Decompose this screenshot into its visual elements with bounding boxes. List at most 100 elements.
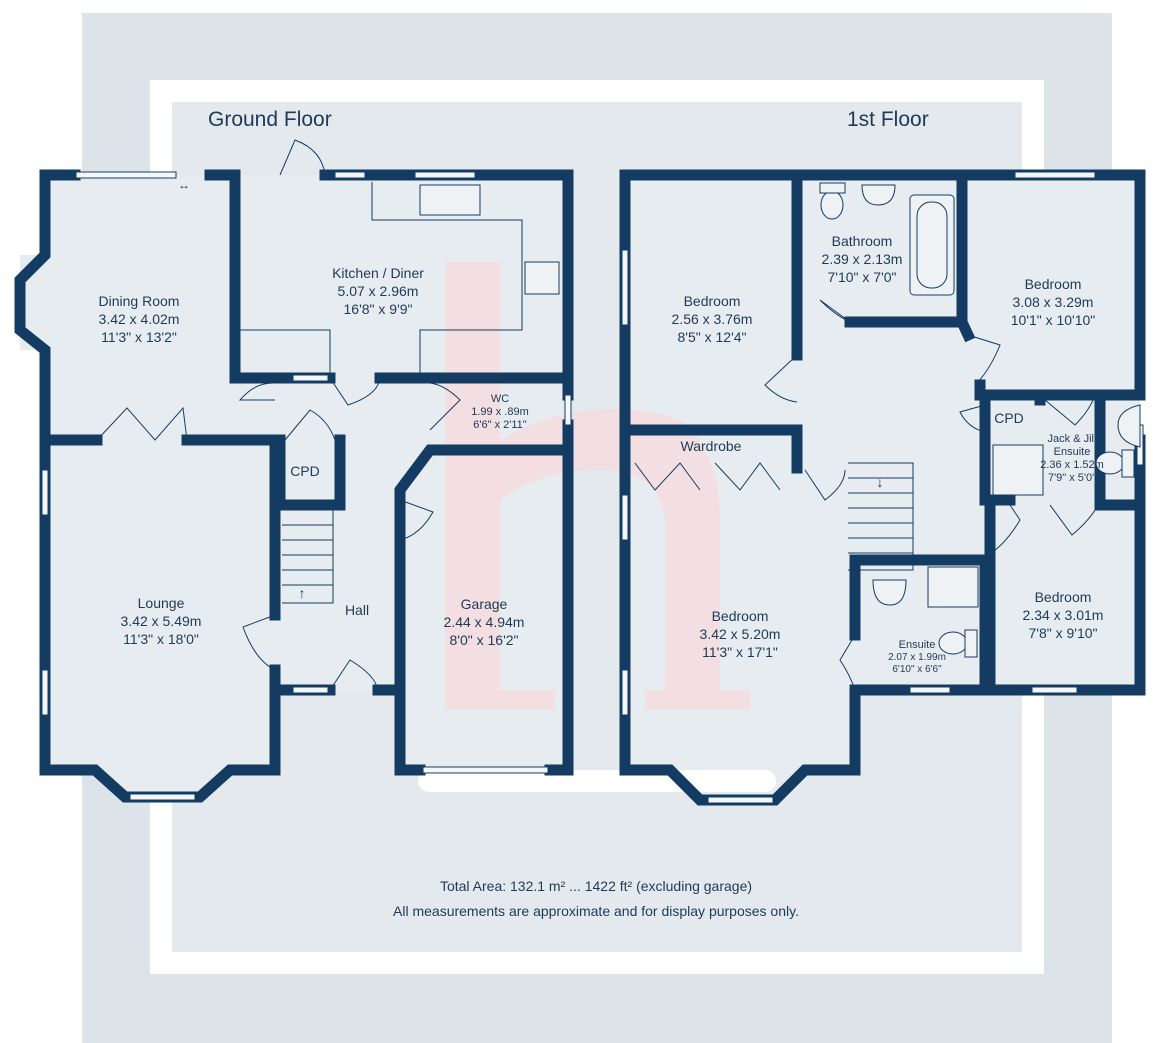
door-swing <box>839 634 856 691</box>
stair-arrow-icon: ↓ <box>877 474 884 490</box>
window <box>414 171 476 179</box>
double-door-swing <box>96 406 188 441</box>
room-label-hall: Hall <box>345 602 369 618</box>
door-swing <box>1044 394 1096 426</box>
svg-text:Ensuite: Ensuite <box>899 639 936 651</box>
svg-text:1.99 x .89m: 1.99 x .89m <box>471 406 528 418</box>
sink-icon <box>419 184 481 216</box>
door-swing <box>242 614 276 671</box>
room-label-cpd-first: CPD <box>994 410 1024 426</box>
svg-text:3.42 x 5.49m: 3.42 x 5.49m <box>121 613 202 629</box>
room-label-kitchen: Kitchen / Diner 5.07 x 2.96m 16'8" x 9'9… <box>332 265 424 317</box>
toilet-icon <box>820 190 844 220</box>
stairs <box>848 462 914 571</box>
svg-text:Bedroom: Bedroom <box>684 293 741 309</box>
svg-text:WC: WC <box>491 393 509 405</box>
room-label-bathroom: Bathroom 2.39 x 2.13m 7'10" x 7'0" <box>822 233 903 285</box>
first-floor-walls <box>619 169 1146 806</box>
svg-text:Ensuite: Ensuite <box>1054 446 1091 458</box>
svg-text:2.39 x 2.13m: 2.39 x 2.13m <box>822 251 903 267</box>
svg-text:10'1" x 10'10": 10'1" x 10'10" <box>1011 312 1096 328</box>
door-swing <box>764 354 798 403</box>
room-label-bedroom-front-right: Bedroom 3.08 x 3.29m 10'1" x 10'10" <box>1011 276 1096 328</box>
toilet-cistern <box>964 629 978 658</box>
svg-text:2.36 x 1.52m: 2.36 x 1.52m <box>1040 459 1104 471</box>
svg-text:Kitchen / Diner: Kitchen / Diner <box>332 265 424 281</box>
window <box>564 394 572 426</box>
svg-text:7'8" x 9'10": 7'8" x 9'10" <box>1029 625 1098 641</box>
stairs <box>282 509 334 604</box>
watermark-logo <box>445 262 750 710</box>
svg-text:2.07 x 1.99m: 2.07 x 1.99m <box>888 652 946 663</box>
room-label-ensuite: Ensuite 2.07 x 1.99m 6'10" x 6'6" <box>888 639 946 675</box>
hob-icon <box>524 261 560 295</box>
shower-icon <box>927 566 979 608</box>
room-label-garage: Garage 2.44 x 4.94m 8'0" x 16'2" <box>444 596 525 648</box>
svg-text:2.44 x 4.94m: 2.44 x 4.94m <box>444 614 525 630</box>
svg-text:Bedroom: Bedroom <box>1035 589 1092 605</box>
door-swing <box>967 334 1001 386</box>
door-swing <box>238 382 276 401</box>
svg-text:Lounge: Lounge <box>138 595 185 611</box>
window <box>41 469 49 516</box>
kitchen-worktop <box>240 182 523 378</box>
svg-text:Bedroom: Bedroom <box>712 608 769 624</box>
door-swing <box>399 499 434 541</box>
svg-text:8'5" x 12'4": 8'5" x 12'4" <box>678 329 747 345</box>
room-label-dining: Dining Room 3.42 x 4.02m 11'3" x 13'2" <box>99 293 180 345</box>
ground-floor-title: Ground Floor <box>208 108 332 131</box>
door-swing <box>429 382 461 431</box>
window <box>621 669 629 716</box>
toilet-cistern <box>819 182 846 194</box>
sliding-arrow-icon: ↔ <box>178 178 190 192</box>
door-swing <box>284 409 336 441</box>
toilet-icon <box>938 631 968 655</box>
disclaimer: All measurements are approximate and for… <box>393 903 799 919</box>
door-swing <box>987 504 1021 556</box>
svg-text:11'3" x 17'1": 11'3" x 17'1" <box>702 644 778 660</box>
svg-text:16'8" x 9'9": 16'8" x 9'9" <box>344 301 413 317</box>
svg-text:6'6" x 2'11": 6'6" x 2'11" <box>473 419 526 431</box>
svg-text:8'0" x 16'2": 8'0" x 16'2" <box>450 632 519 648</box>
room-label-bedroom-master: Bedroom 3.42 x 5.20m 11'3" x 17'1" <box>700 608 781 660</box>
window <box>1014 171 1096 179</box>
door-swing <box>1049 504 1099 536</box>
window <box>707 796 774 804</box>
shower-icon <box>992 444 1044 496</box>
svg-text:Jack & Jill: Jack & Jill <box>1048 433 1097 445</box>
room-label-bedroom-rear-right: Bedroom 2.34 x 3.01m 7'8" x 9'10" <box>1023 589 1104 641</box>
window <box>334 171 366 179</box>
svg-text:3.42 x 4.02m: 3.42 x 4.02m <box>99 311 180 327</box>
door-swing <box>329 659 379 691</box>
toilet-cistern <box>1121 449 1135 478</box>
room-label-wc: WC 1.99 x .89m 6'6" x 2'11" <box>471 393 528 431</box>
window <box>41 669 49 716</box>
door-swing <box>279 139 326 176</box>
svg-text:6'10" x 6'6": 6'10" x 6'6" <box>892 664 942 675</box>
total-area: Total Area: 132.1 m² ... 1422 ft² (exclu… <box>440 878 752 894</box>
door-swing <box>329 377 381 406</box>
basin-icon <box>861 184 896 206</box>
basin-icon <box>872 579 907 606</box>
bath-tub-icon <box>916 201 948 289</box>
svg-text:3.08 x 3.29m: 3.08 x 3.29m <box>1013 294 1094 310</box>
wardrobe-doors <box>634 462 781 491</box>
door-swing <box>819 299 851 323</box>
room-label-lounge: Lounge 3.42 x 5.49m 11'3" x 18'0" <box>121 595 202 647</box>
svg-text:7'9" x 5'0": 7'9" x 5'0" <box>1048 472 1096 484</box>
svg-text:3.42 x 5.20m: 3.42 x 5.20m <box>700 626 781 642</box>
window <box>909 686 951 694</box>
room-label-bedroom-front-left: Bedroom 2.56 x 3.76m 8'5" x 12'4" <box>672 293 753 345</box>
first-floor-title: 1st Floor <box>847 108 929 131</box>
svg-text:11'3" x 18'0": 11'3" x 18'0" <box>123 631 199 647</box>
window <box>621 494 629 541</box>
ground-floor-walls <box>14 169 574 803</box>
room-label-cpd: CPD <box>290 463 320 479</box>
svg-text:Garage: Garage <box>461 596 508 612</box>
sliding-door <box>75 171 177 179</box>
svg-text:2.56 x 3.76m: 2.56 x 3.76m <box>672 311 753 327</box>
window <box>129 793 196 801</box>
svg-text:Dining Room: Dining Room <box>99 293 180 309</box>
svg-text:2.34 x 3.01m: 2.34 x 3.01m <box>1023 607 1104 623</box>
